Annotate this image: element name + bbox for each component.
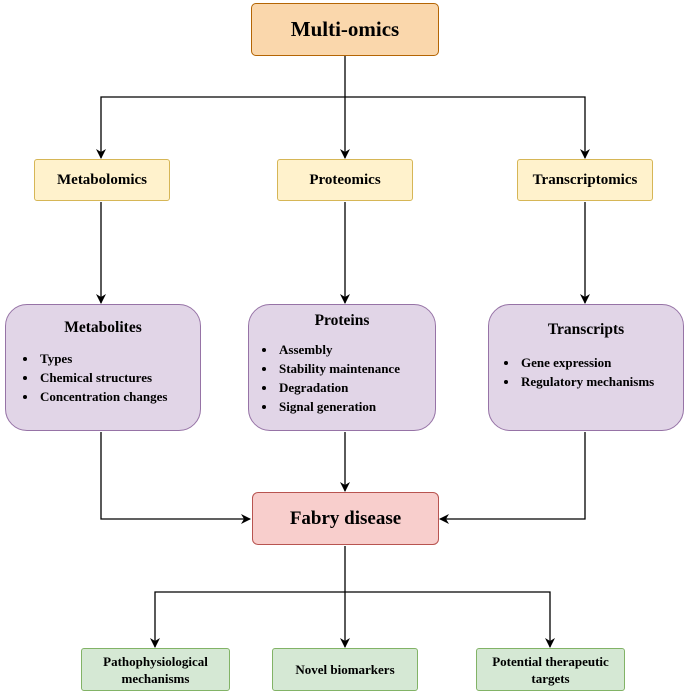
node-novel-biomarkers: Novel biomarkers bbox=[272, 648, 418, 691]
node-metabolomics: Metabolomics bbox=[34, 159, 170, 201]
node-fabry-disease: Fabry disease bbox=[252, 492, 439, 545]
node-transcriptomics: Transcriptomics bbox=[517, 159, 653, 201]
list-item: Signal generation bbox=[277, 397, 435, 416]
node-transcripts: Transcripts Gene expression Regulatory m… bbox=[488, 304, 684, 431]
outcome-line: Novel biomarkers bbox=[295, 662, 395, 677]
node-transcripts-title: Transcripts bbox=[547, 321, 625, 338]
list-item: Concentration changes bbox=[38, 387, 200, 406]
arrow-root-to-transcriptomics bbox=[345, 96, 590, 159]
arrow-metabolites-to-disease bbox=[100, 432, 251, 524]
list-item: Regulatory mechanisms bbox=[519, 372, 683, 391]
arrow-transcripts-to-disease bbox=[439, 432, 586, 524]
outcome-line: mechanisms bbox=[121, 670, 190, 686]
node-proteins: Proteins Assembly Stability maintenance … bbox=[248, 304, 436, 431]
list-item: Stability maintenance bbox=[277, 359, 435, 378]
list-item: Degradation bbox=[277, 378, 435, 397]
arrow-disease-to-targets bbox=[345, 591, 555, 648]
list-item: Assembly bbox=[277, 340, 435, 359]
metabolites-list: Types Chemical structures Concentration … bbox=[6, 349, 200, 406]
proteins-list: Assembly Stability maintenance Degradati… bbox=[249, 340, 435, 416]
node-metabolites-title: Metabolites bbox=[64, 319, 142, 336]
node-potential-therapeutic-targets: Potential therapeutic targets bbox=[476, 648, 625, 691]
arrow-root-to-metabolomics bbox=[96, 96, 345, 159]
node-transcriptomics-label: Transcriptomics bbox=[532, 171, 638, 188]
node-fabry-disease-label: Fabry disease bbox=[289, 507, 402, 529]
outcome-line: Pathophysiological bbox=[103, 653, 208, 669]
node-metabolites: Metabolites Types Chemical structures Co… bbox=[5, 304, 201, 431]
list-item: Gene expression bbox=[519, 353, 683, 372]
node-pathophysiological-mechanisms: Pathophysiological mechanisms bbox=[81, 648, 230, 691]
node-multi-omics: Multi-omics bbox=[251, 3, 439, 56]
node-metabolomics-label: Metabolomics bbox=[57, 171, 147, 188]
list-item: Types bbox=[38, 349, 200, 368]
node-proteomics-label: Proteomics bbox=[309, 171, 381, 188]
arrow-disease-to-pathophysiology bbox=[150, 591, 345, 648]
outcome-line: Potential therapeutic bbox=[492, 653, 609, 669]
node-proteins-title: Proteins bbox=[314, 312, 370, 329]
list-item: Chemical structures bbox=[38, 368, 200, 387]
outcome-line: targets bbox=[531, 670, 570, 686]
node-multi-omics-label: Multi-omics bbox=[290, 17, 400, 41]
transcripts-list: Gene expression Regulatory mechanisms bbox=[489, 353, 683, 391]
node-proteomics: Proteomics bbox=[277, 159, 413, 201]
